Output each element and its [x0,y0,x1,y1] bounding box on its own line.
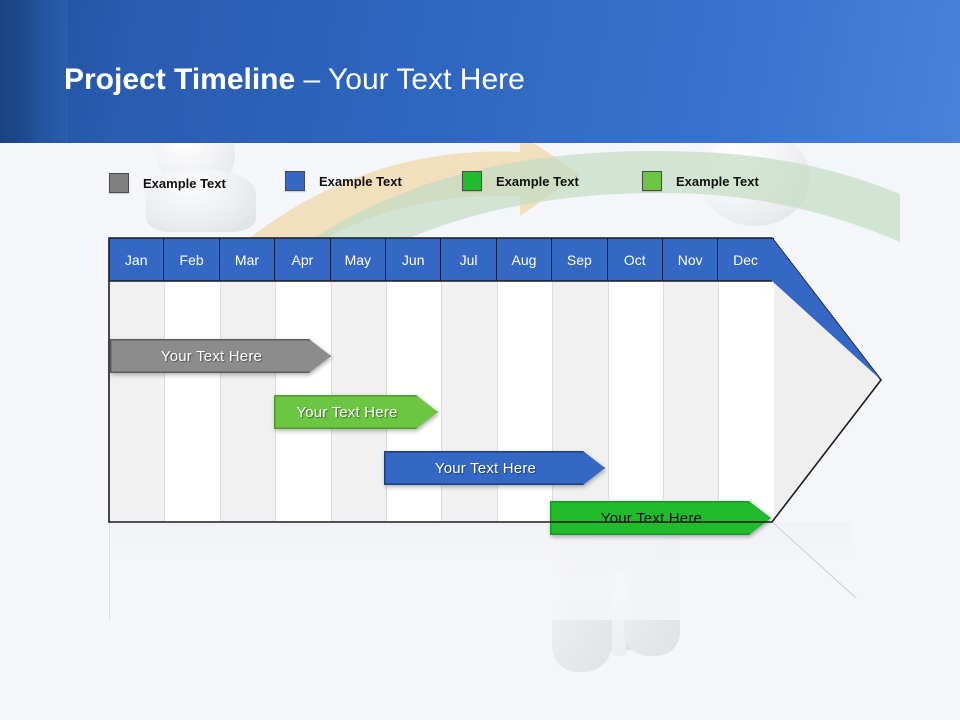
column-separator [496,281,498,522]
month-header-aug[interactable]: Aug [496,238,553,281]
timeline-column-mar: Mar [219,238,276,522]
header-left-accent-strip-2 [40,0,68,143]
month-header-mar[interactable]: Mar [219,238,276,281]
month-header-dec[interactable]: Dec [718,238,774,281]
task-bar-shape-3 [384,451,605,485]
legend-label-4: Example Text [676,173,759,189]
timeline-column-feb: Feb [164,238,220,522]
header-left-accent-strip [0,0,40,143]
task-bar-shape-4 [550,501,771,535]
legend-swatch-3 [462,171,482,191]
task-bar-shape-2 [274,395,438,429]
page-title-strong: Project Timeline [64,63,296,96]
column-separator [663,281,664,522]
task-bar-label-1: Your Text Here [160,347,263,365]
decorative-arcs [235,134,900,320]
timeline-column-oct: Oct [607,238,663,522]
figure-leg-left [552,610,612,672]
legend-swatch-1 [109,173,129,193]
page-title-light: Your Text Here [328,63,525,96]
column-separator [607,281,609,522]
header-band [0,0,960,143]
legend-item-3[interactable]: Example Text [462,168,579,194]
timeline-task-bar-1[interactable]: Your Text Here [110,339,331,373]
legend: Example Text Example Text Example Text Exam… [109,168,869,200]
legend-label-2: Example Text [319,173,402,189]
column-separator [552,281,554,522]
timeline-column-may: May [330,238,386,522]
month-header-sep[interactable]: Sep [552,238,608,281]
legend-item-1[interactable]: Example Text [109,170,226,196]
legend-item-4[interactable]: Example Text [642,168,759,194]
legend-swatch-2 [285,171,305,191]
month-header-feb[interactable]: Feb [164,238,220,281]
month-header-oct[interactable]: Oct [607,238,663,281]
column-separator [441,281,443,522]
legend-swatch-4 [642,171,662,191]
task-bar-label-2: Your Text Here [296,403,398,421]
month-header-jan[interactable]: Jan [109,238,165,281]
lower-diagonal-guide [770,520,857,599]
figure-shoulder-left [146,170,256,232]
timeline-task-bar-3[interactable]: Your Text Here [384,451,605,485]
green-arc-icon [250,150,900,320]
lower-ghost-panel [109,522,850,620]
month-header-jul[interactable]: Jul [441,238,497,281]
column-separator [718,281,720,522]
month-header-jun[interactable]: Jun [386,238,442,281]
timeline-column-apr: Apr [275,238,331,522]
timeline-arrow-outline [108,237,883,523]
timeline-column-nov: Nov [663,238,719,522]
column-separator [219,281,221,522]
timeline-task-bar-2[interactable]: Your Text Here [274,395,438,429]
legend-label-3: Example Text [496,173,579,189]
legend-item-2[interactable]: Example Text [285,168,402,194]
legend-label-1: Example Text [143,175,226,191]
task-bar-label-3: Your Text Here [434,459,537,477]
timeline-column-jan: Jan [109,238,165,522]
page-title: Project Timeline – Your Text Here [64,60,525,100]
task-bar-shape-1 [110,339,331,373]
month-header-may[interactable]: May [330,238,386,281]
month-header-apr[interactable]: Apr [275,238,331,281]
page-title-dash: – [295,63,329,96]
month-header-nov[interactable]: Nov [663,238,719,281]
column-separator [164,281,166,522]
timeline-column-dec: Dec [718,238,774,522]
